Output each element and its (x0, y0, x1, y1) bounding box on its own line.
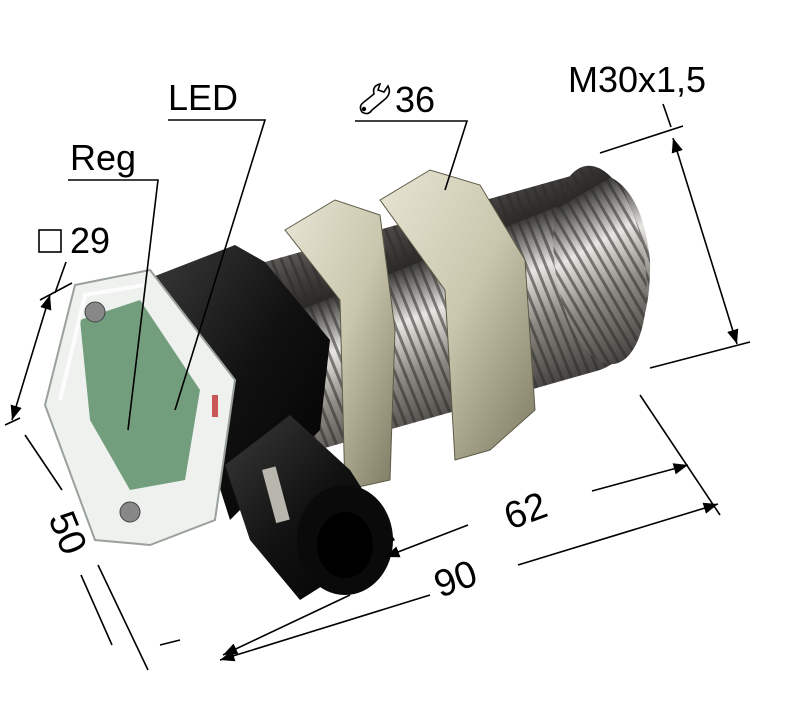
wrench-icon (359, 82, 391, 115)
lock-nut-front (284, 199, 396, 491)
leader-lines (54, 119, 469, 431)
square-size-label: 29 (70, 220, 110, 261)
total-length-label: 90 (429, 553, 483, 607)
led-leader-line (168, 119, 267, 411)
wrench-size-label: 36 (395, 79, 435, 120)
thread-length-label: 62 (499, 485, 553, 539)
thread-label: M30x1,5 (568, 59, 706, 100)
square-symbol-icon (38, 229, 62, 253)
reg-label: Reg (70, 137, 136, 178)
cable-gland (225, 415, 395, 600)
wrench-leader-line (355, 120, 469, 191)
led-label: LED (168, 77, 238, 118)
reg-leader-line (68, 179, 159, 431)
transparent-cover (43, 268, 237, 547)
lock-nut-rear (379, 169, 536, 461)
dimension-lines (4, 103, 751, 671)
square-leader-line (54, 261, 67, 294)
